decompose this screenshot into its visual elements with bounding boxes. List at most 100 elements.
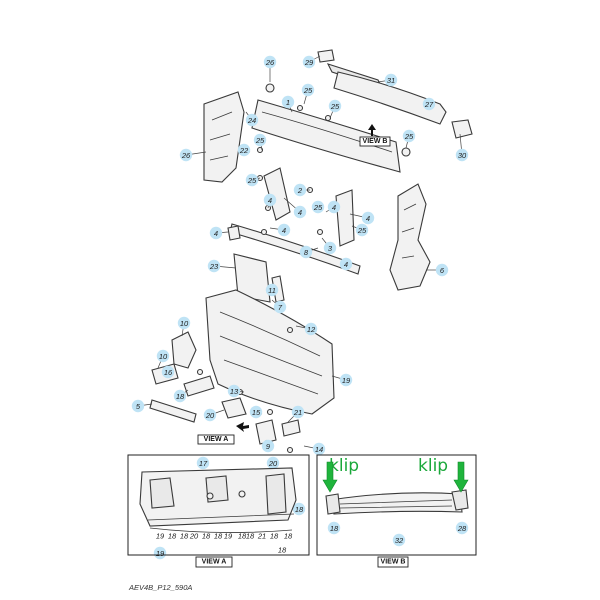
view-a-drawing bbox=[139, 467, 297, 533]
callout-part-15: 15 bbox=[249, 405, 263, 419]
callout-part-30-number: 30 bbox=[458, 151, 467, 160]
callout-part-20-number: 20 bbox=[205, 411, 215, 420]
callout-part-27-number: 27 bbox=[424, 100, 434, 109]
callout-part-25: 25 bbox=[355, 223, 369, 237]
klip-left-arrow bbox=[322, 461, 338, 493]
callout-part-21: 21 bbox=[291, 405, 305, 419]
callout-part-1: 1 bbox=[281, 95, 295, 109]
callout-part-18-number: 18 bbox=[295, 505, 304, 514]
callout-part-26: 26 bbox=[263, 55, 277, 69]
callout-part-12-number: 12 bbox=[307, 325, 316, 334]
callout-part-29-number: 29 bbox=[304, 58, 314, 67]
view-a-number-18: 18 bbox=[168, 532, 177, 541]
callout-part-20: 20 bbox=[203, 408, 217, 422]
view-a-number-18: 18 bbox=[238, 532, 247, 541]
callout-part-23-number: 23 bbox=[209, 262, 219, 271]
part-cap-30 bbox=[451, 119, 473, 139]
callout-part-18: 18 bbox=[173, 389, 187, 403]
callout-part-4-number: 4 bbox=[298, 208, 302, 217]
callout-part-31-number: 31 bbox=[387, 76, 395, 85]
part-cover-27 bbox=[333, 71, 447, 125]
callout-part-13-number: 13 bbox=[230, 387, 239, 396]
callout-part-11-number: 11 bbox=[268, 286, 276, 295]
view-a-number-19: 19 bbox=[156, 532, 165, 541]
callout-part-32: 32 bbox=[392, 533, 406, 547]
view-a-number-18: 18 bbox=[246, 532, 255, 541]
callout-part-4-number: 4 bbox=[332, 203, 336, 212]
part-crossbar-6 bbox=[229, 223, 361, 275]
callout-part-26: 26 bbox=[179, 148, 193, 162]
callout-part-7: 7 bbox=[273, 300, 287, 314]
callout-part-3: 3 bbox=[323, 241, 337, 255]
view-b-callout: VIEW B bbox=[359, 124, 391, 147]
callout-part-4: 4 bbox=[263, 193, 277, 207]
callout-part-19-number: 19 bbox=[156, 549, 165, 558]
callout-part-21-number: 21 bbox=[293, 408, 302, 417]
callout-part-18-number: 18 bbox=[330, 524, 339, 533]
callout-part-25-number: 25 bbox=[330, 102, 340, 111]
callout-part-10: 10 bbox=[156, 349, 170, 363]
callout-part-25: 25 bbox=[402, 129, 416, 143]
view-b-drawing bbox=[325, 489, 469, 515]
callout-part-22: 22 bbox=[237, 143, 251, 157]
view-a-callout-label: VIEW A bbox=[204, 436, 229, 443]
view-a-number-18: 18 bbox=[180, 532, 189, 541]
callout-part-17-number: 17 bbox=[199, 459, 208, 468]
view-a-number-20: 20 bbox=[189, 532, 199, 541]
callout-part-18: 18 bbox=[292, 502, 306, 516]
callout-part-28: 28 bbox=[455, 521, 469, 535]
callout-part-5: 5 bbox=[131, 399, 145, 413]
callout-part-8-number: 8 bbox=[304, 248, 309, 257]
callout-part-8: 8 bbox=[299, 245, 313, 259]
view-a-box-tag bbox=[195, 556, 233, 568]
callout-part-6-number: 6 bbox=[440, 266, 445, 275]
part-bracket-12 bbox=[171, 331, 197, 369]
view-a-number-18: 18 bbox=[278, 546, 287, 555]
callout-part-24-number: 24 bbox=[247, 116, 256, 125]
callout-part-25-number: 25 bbox=[313, 203, 323, 212]
callout-part-19-number: 19 bbox=[342, 376, 351, 385]
view-b-callout-label: VIEW B bbox=[363, 138, 388, 145]
view-a-box-label: VIEW A bbox=[202, 559, 227, 566]
callout-part-32-number: 32 bbox=[395, 536, 404, 545]
callout-part-4: 4 bbox=[361, 211, 375, 225]
callout-part-24: 24 bbox=[245, 113, 259, 127]
callout-part-29: 29 bbox=[302, 55, 316, 69]
callout-part-30: 30 bbox=[455, 148, 469, 162]
callout-part-4: 4 bbox=[293, 205, 307, 219]
callout-part-10-number: 10 bbox=[159, 352, 168, 361]
callout-part-4: 4 bbox=[327, 200, 341, 214]
view-a-number-21: 21 bbox=[257, 532, 266, 541]
callout-part-25: 25 bbox=[328, 99, 342, 113]
callout-part-25-number: 25 bbox=[247, 176, 257, 185]
callout-part-14-number: 14 bbox=[315, 445, 323, 454]
part-panel-5 bbox=[205, 289, 335, 415]
callout-part-25: 25 bbox=[245, 173, 259, 187]
callout-part-4: 4 bbox=[277, 223, 291, 237]
view-b-box-tag bbox=[377, 556, 409, 568]
part-panel-11 bbox=[233, 253, 271, 303]
callout-part-16-number: 16 bbox=[164, 368, 173, 377]
part-piece-9 bbox=[221, 397, 247, 419]
callout-part-10-number: 10 bbox=[180, 319, 189, 328]
klip-right-arrow bbox=[453, 461, 469, 493]
view-a-number-18: 18 bbox=[284, 532, 293, 541]
callout-part-2-number: 2 bbox=[297, 186, 303, 195]
part-crossmember-1 bbox=[251, 99, 401, 173]
callout-part-11: 11 bbox=[265, 283, 279, 297]
callout-part-19: 19 bbox=[153, 546, 167, 560]
part-bracket-22 bbox=[203, 91, 245, 183]
callout-part-13: 13 bbox=[227, 384, 241, 398]
part-clip-29 bbox=[317, 49, 335, 63]
callout-part-25: 25 bbox=[253, 133, 267, 147]
callout-part-15-number: 15 bbox=[252, 408, 261, 417]
callout-part-25-number: 25 bbox=[357, 226, 367, 235]
view-a-callout: VIEW A bbox=[197, 422, 249, 445]
part-latch-14 bbox=[255, 419, 277, 445]
view-b-panel bbox=[316, 454, 477, 556]
callout-part-25-number: 25 bbox=[303, 86, 313, 95]
